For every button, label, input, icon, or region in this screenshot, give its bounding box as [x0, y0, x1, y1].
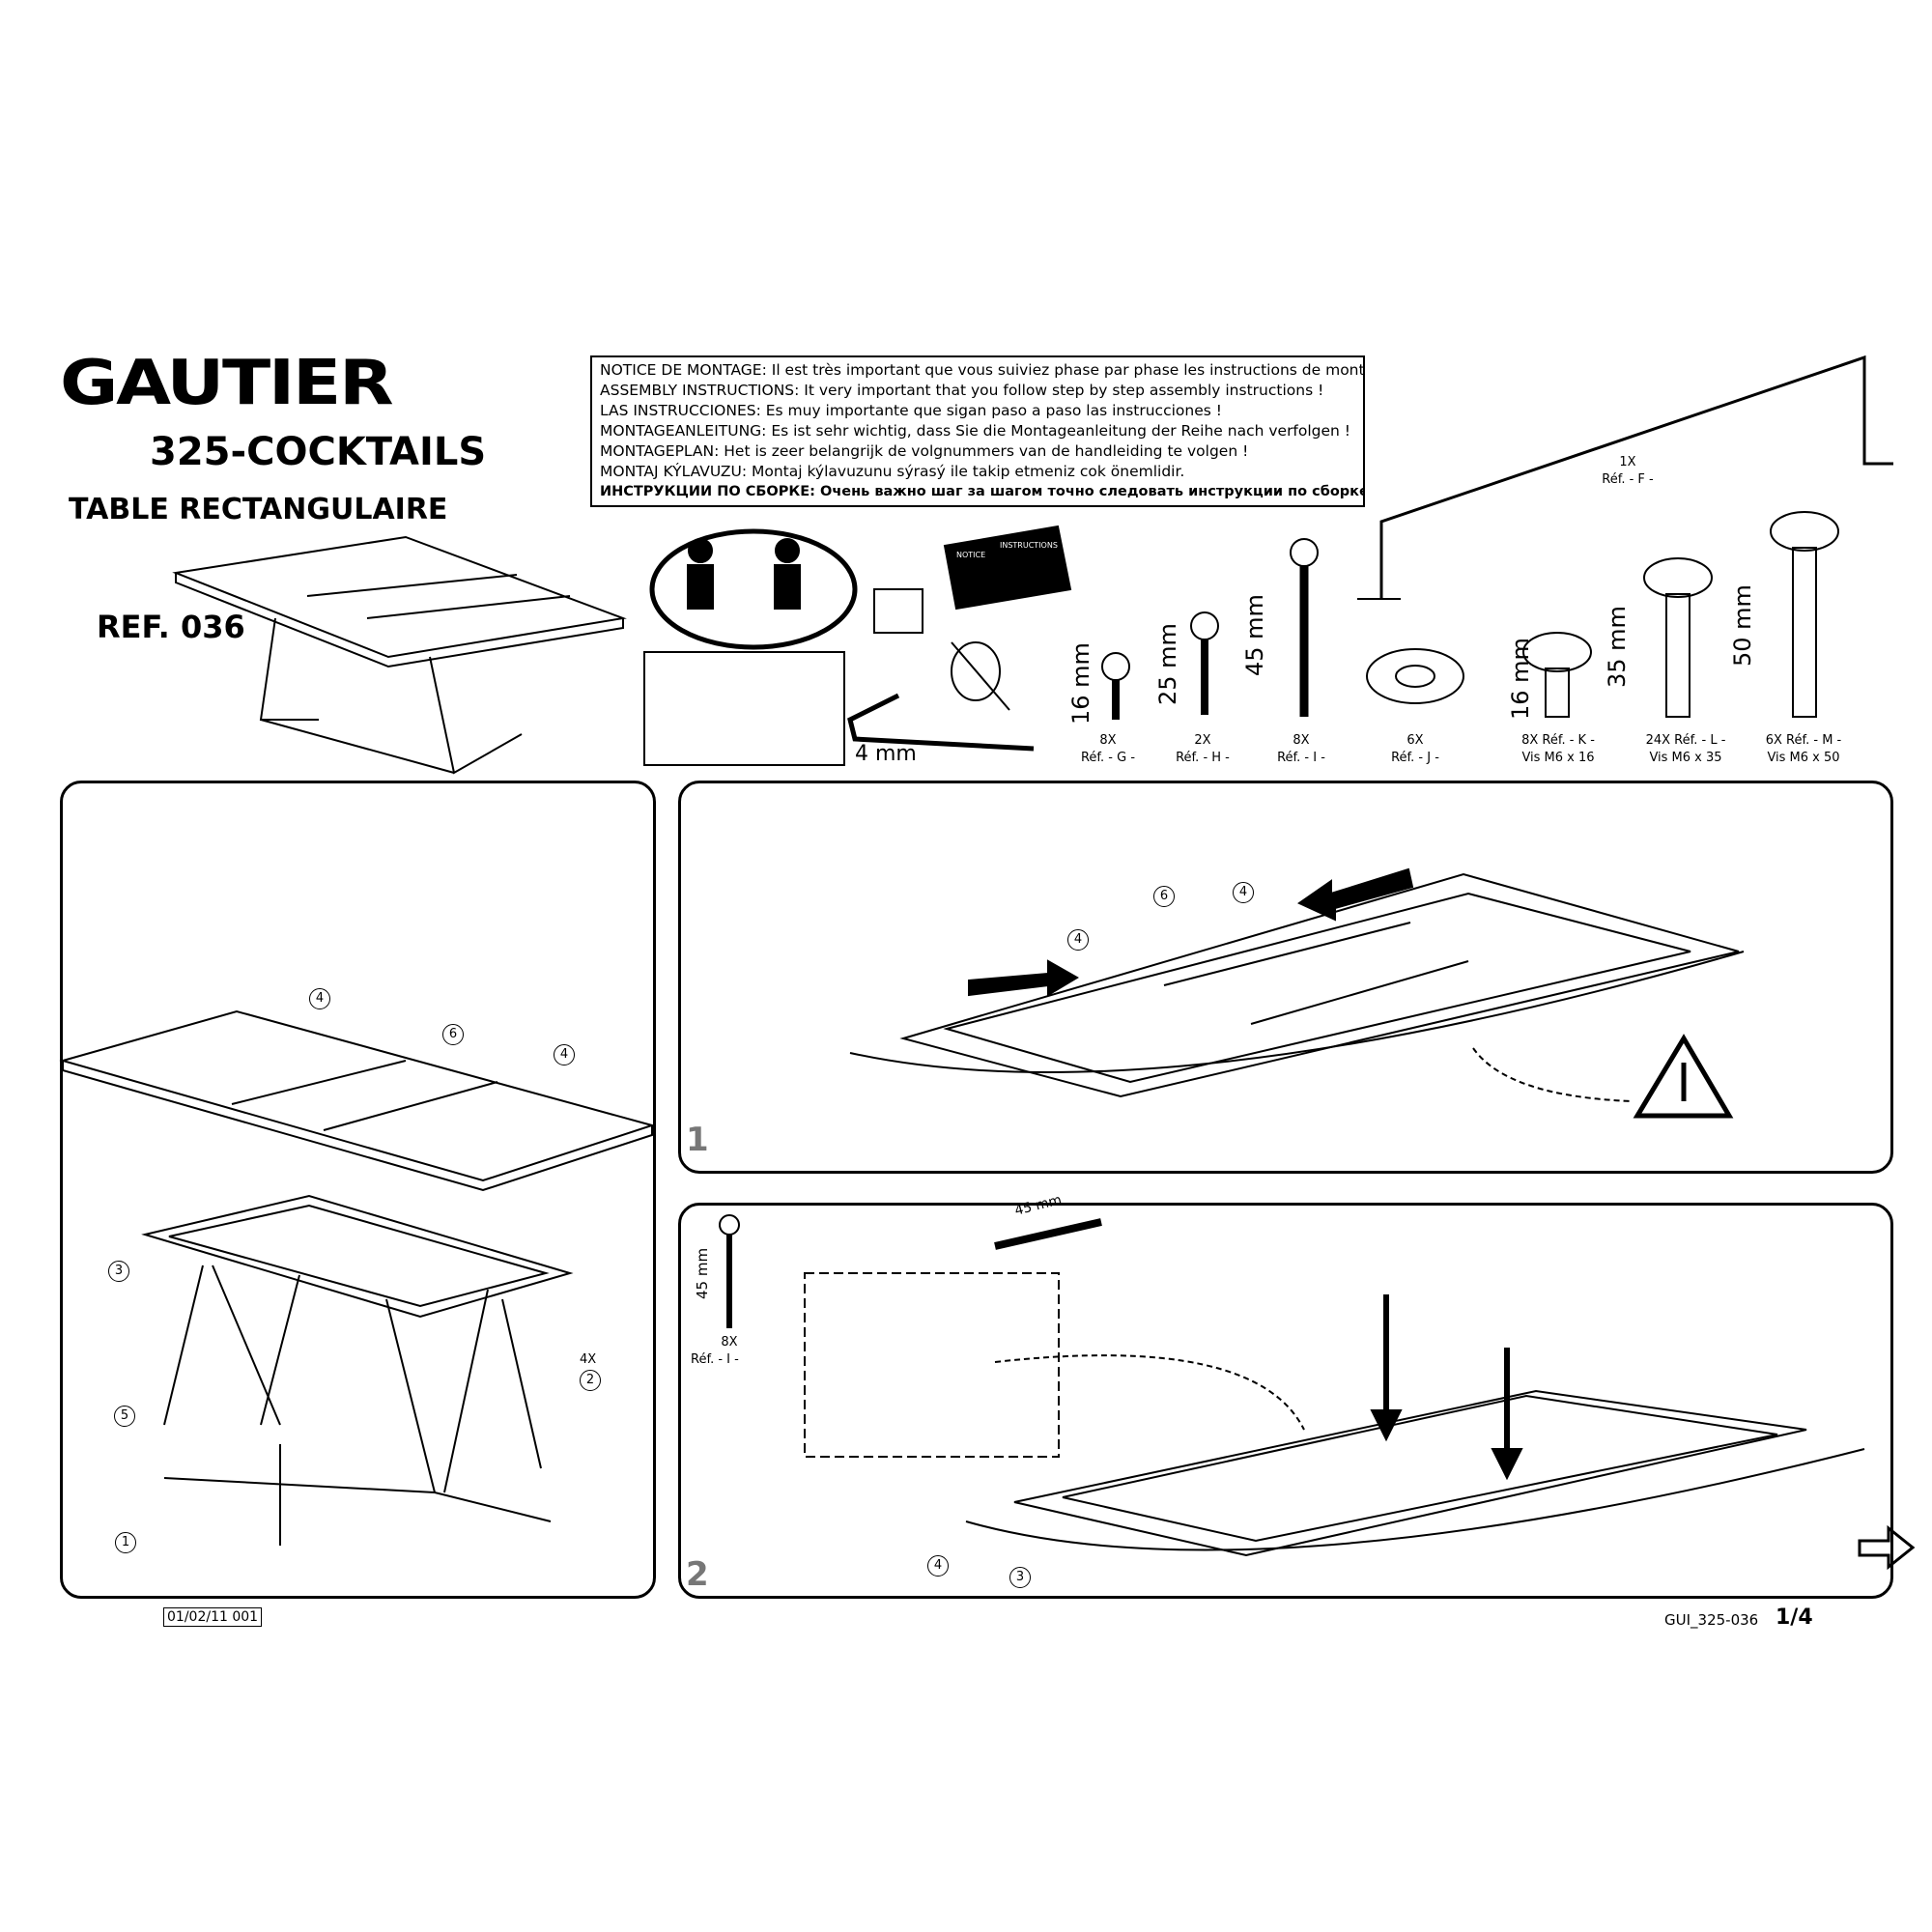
- workers-illustration: [649, 528, 858, 650]
- overview-exploded-illustration: [59, 1009, 656, 1546]
- callout: 6: [442, 1024, 464, 1045]
- screw-qty: 8X: [721, 1335, 738, 1350]
- callout: 4: [554, 1044, 575, 1065]
- step2-illustration: [719, 1214, 1916, 1571]
- notice-es: LAS INSTRUCCIONES: Es muy importante que…: [600, 402, 1222, 419]
- table-overview-illustration: [172, 535, 627, 775]
- callout: 4: [1233, 882, 1254, 903]
- document-code: GUI_325-036: [1664, 1611, 1759, 1629]
- dim-k: 16 mm: [1507, 638, 1534, 720]
- allen-key-icon: [847, 693, 1035, 752]
- callout: 2: [580, 1370, 601, 1391]
- part-l: 24X Réf. - L -Vis M6 x 35: [1645, 733, 1726, 765]
- notice-fr: NOTICE DE MONTAGE: Il est très important…: [600, 361, 1365, 379]
- callout: 4: [1067, 929, 1089, 951]
- allen-key-size: 4 mm: [855, 742, 917, 766]
- callout: 1: [115, 1532, 136, 1553]
- product-reference: REF. 036: [97, 609, 245, 645]
- model-name: 325-COCKTAILS: [150, 430, 487, 474]
- screws-illustration: [1101, 511, 1839, 720]
- packaging-illustration: [873, 525, 1072, 711]
- notice-nl: MONTAGEPLAN: Het is zeer belangrijk de v…: [600, 442, 1249, 460]
- step-number: 1: [686, 1121, 709, 1159]
- part-k: 8X Réf. - K -Vis M6 x 16: [1521, 733, 1595, 765]
- callout: 4: [309, 988, 330, 1009]
- screw-ref: Réf. - I -: [691, 1352, 739, 1367]
- dim-m: 50 mm: [1729, 584, 1756, 667]
- assembly-notice: NOTICE DE MONTAGE: Il est très important…: [590, 355, 1365, 507]
- step2-panel: [678, 1203, 1893, 1599]
- bracket-part-f: [1357, 355, 1893, 600]
- step1-panel: [678, 781, 1893, 1174]
- dim-h: 25 mm: [1154, 623, 1181, 705]
- step1-illustration: [849, 867, 1745, 1119]
- notice-tr: MONTAJ KÝLAVUZU: Montaj kýlavuzunu sýras…: [600, 463, 1185, 480]
- dim-l: 35 mm: [1604, 606, 1631, 688]
- tools-box: [643, 651, 845, 766]
- brand-logo: GAUTIER: [60, 348, 394, 419]
- part-m: 6X Réf. - M -Vis M6 x 50: [1765, 733, 1842, 765]
- callout-qty: 4X: [580, 1352, 597, 1367]
- callout: 5: [114, 1406, 135, 1427]
- screw-dim: 45 mm: [694, 1247, 711, 1299]
- dim-i: 45 mm: [1241, 594, 1268, 676]
- overview-panel: [60, 781, 656, 1599]
- instructions-booklet-label: INSTRUCTIONS: [1000, 541, 1058, 550]
- callout: 4: [927, 1555, 949, 1577]
- notice-en: ASSEMBLY INSTRUCTIONS: It very important…: [600, 382, 1324, 399]
- callout: 3: [108, 1261, 129, 1282]
- callout: 3: [1009, 1567, 1031, 1588]
- notice-de: MONTAGEANLEITUNG: Es ist sehr wichtig, d…: [600, 422, 1351, 440]
- notice-booklet-label: NOTICE: [956, 551, 986, 559]
- notice-ru: ИНСТРУКЦИИ ПО СБОРКЕ: Очень важно шаг за…: [600, 484, 1365, 499]
- step-number: 2: [686, 1555, 709, 1594]
- product-type: TABLE RECTANGULAIRE: [69, 493, 448, 526]
- document-date: 01/02/11 001: [163, 1607, 263, 1627]
- dim-g: 16 mm: [1067, 642, 1094, 724]
- callout: 6: [1153, 886, 1175, 907]
- page-number: 1/4: [1776, 1605, 1813, 1630]
